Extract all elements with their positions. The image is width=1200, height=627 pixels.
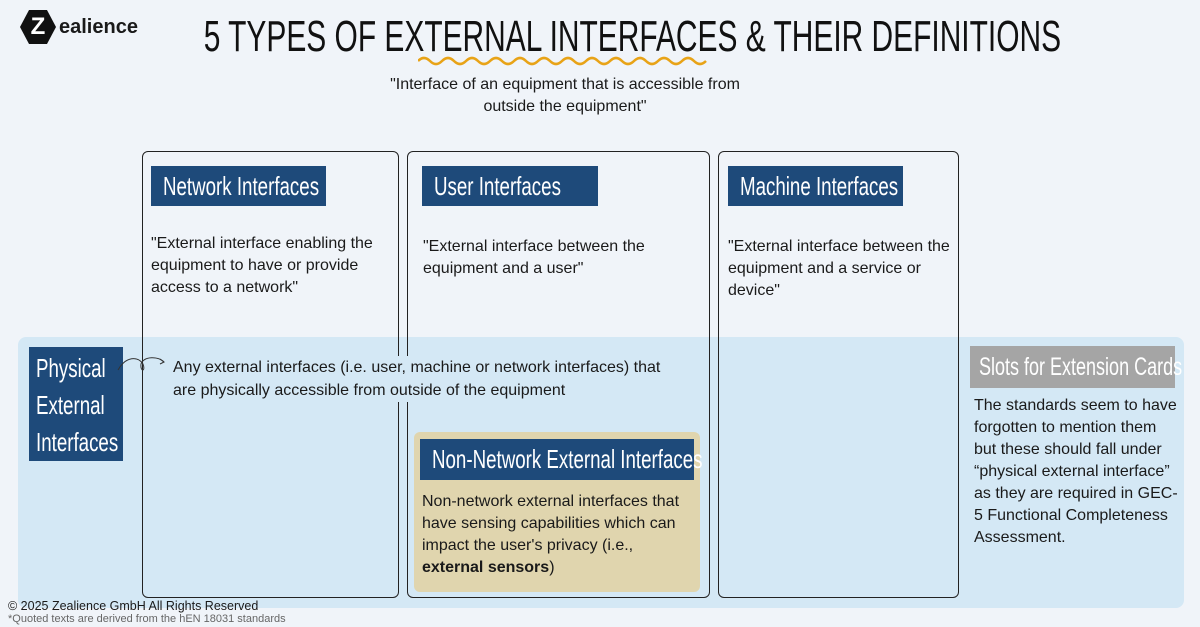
non-network-interfaces-description: Non-network external interfaces that hav…	[422, 493, 680, 576]
machine-interfaces-header: Machine Interfaces	[728, 166, 903, 206]
extension-card-slots-description: The standards seem to have forgotten to …	[974, 397, 1178, 546]
interface-definition-quote: "Interface of an equipment that is acces…	[390, 76, 740, 115]
zealience-logo: Z ealience	[20, 10, 138, 44]
source-note: *Quoted texts are derived from the hEN 1…	[8, 613, 286, 625]
curly-arrow-icon	[117, 357, 165, 371]
physical-interfaces-description: Any external interfaces (i.e. user, mach…	[173, 356, 673, 402]
user-interfaces-column: User Interfaces "External interface betw…	[407, 151, 710, 598]
network-interfaces-column: Network Interfaces "External interface e…	[142, 151, 399, 598]
physical-external-interfaces-label: Physical External Interfaces	[29, 347, 123, 461]
machine-interfaces-definition: "External interface between the equipmen…	[728, 238, 950, 299]
non-network-interfaces-box: Non-Network External Interfaces Non-netw…	[414, 432, 703, 592]
page-title: 5 TYPES OF EXTERNAL INTERFACES & THEIR D…	[203, 12, 1062, 61]
user-interfaces-header: User Interfaces	[422, 166, 598, 206]
non-network-interfaces-header: Non-Network External Interfaces	[420, 439, 703, 480]
user-interfaces-definition: "External interface between the equipmen…	[423, 238, 645, 277]
network-interfaces-header: Network Interfaces	[151, 166, 326, 206]
logo-hexagon-icon: Z	[20, 10, 56, 44]
copyright: © 2025 Zealience GmbH All Rights Reserve…	[8, 599, 259, 613]
extension-card-slots-header: Slots for Extension Cards	[970, 346, 1182, 388]
machine-interfaces-column: Machine Interfaces "External interface b…	[718, 151, 959, 598]
wavy-underline-icon	[418, 56, 707, 66]
logo-text: ealience	[59, 15, 138, 38]
network-interfaces-definition: "External interface enabling the equipme…	[151, 235, 373, 296]
